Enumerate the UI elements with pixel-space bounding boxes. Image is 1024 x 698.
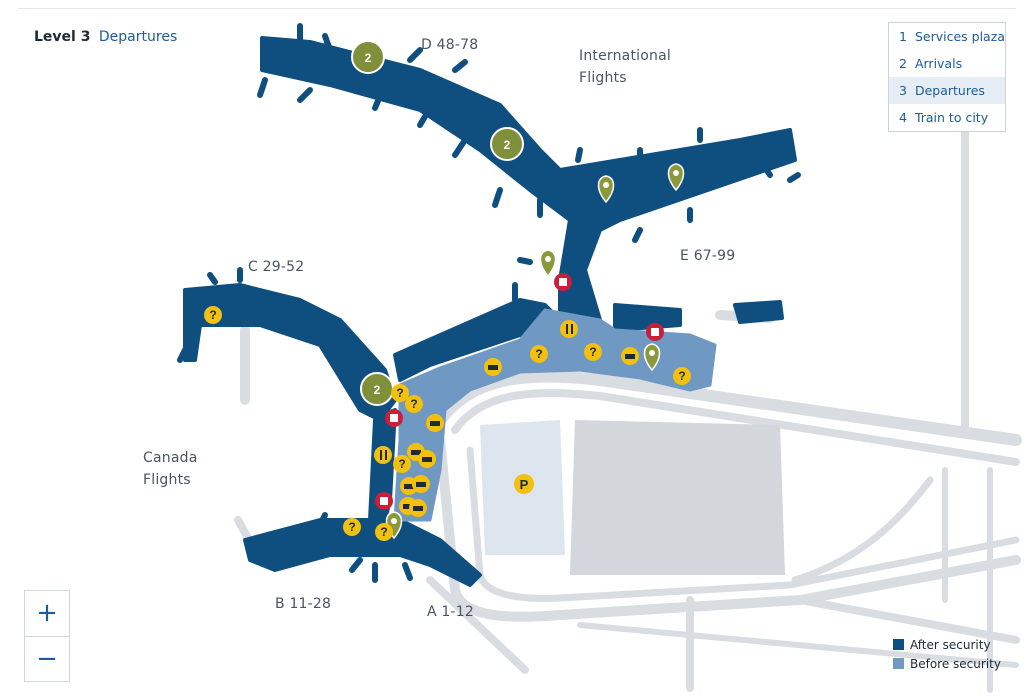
info-icon[interactable]: ?	[530, 345, 548, 363]
zoom-in-button[interactable]: +	[36, 598, 58, 628]
level-option-label: Arrivals	[914, 56, 963, 71]
legend-item-after-security: After security	[893, 636, 1001, 655]
legend-swatch	[893, 639, 904, 650]
svg-text:?: ?	[535, 347, 542, 361]
location-pin-icon[interactable]	[643, 343, 661, 372]
amenity-icon[interactable]	[484, 358, 502, 376]
area-label-c: C 29-52	[248, 259, 305, 275]
area-label-e: E 67-99	[680, 248, 736, 264]
svg-text:2: 2	[365, 51, 372, 65]
level-option-number: 4	[899, 110, 907, 125]
restroom-icon[interactable]	[554, 273, 572, 291]
level-option-departures[interactable]: 3 Departures	[889, 77, 1005, 104]
restaurant-icon[interactable]	[374, 446, 392, 464]
area-label-canada-1: Canada	[143, 450, 198, 466]
amenity-icon[interactable]	[621, 347, 639, 365]
restroom-icon[interactable]	[646, 323, 664, 341]
amenity-icon[interactable]	[409, 499, 427, 517]
restroom-markers[interactable]	[375, 273, 664, 510]
legend-label: After security	[910, 638, 991, 652]
level-option-number: 3	[899, 83, 907, 98]
level-option-services-plaza[interactable]: 1 Services plaza	[889, 23, 1005, 50]
info-icon[interactable]: ?	[673, 367, 691, 385]
zoom-control: + −	[24, 590, 70, 682]
area-label-canada-2: Flights	[143, 472, 191, 488]
location-pin-icon[interactable]	[539, 249, 557, 278]
svg-text:?: ?	[209, 308, 216, 322]
svg-text:?: ?	[380, 525, 387, 539]
legend-swatch	[893, 658, 904, 669]
info-icon[interactable]: ?	[393, 455, 411, 473]
amenity-markers[interactable]	[374, 320, 639, 517]
zoom-out-button[interactable]: −	[25, 636, 69, 682]
level-option-number: 2	[899, 56, 907, 71]
info-icon[interactable]: ?	[584, 343, 602, 361]
level-change-icon[interactable]: 2	[490, 127, 524, 161]
svg-text:?: ?	[398, 457, 405, 471]
restroom-icon[interactable]	[385, 409, 403, 427]
level-option-label: Train to city	[914, 110, 989, 125]
level-number: Level 3	[34, 29, 91, 45]
svg-text:?: ?	[396, 386, 403, 400]
level-title: Level 3 Departures	[34, 29, 177, 45]
info-icon[interactable]: ?	[343, 518, 361, 536]
svg-text:2: 2	[504, 138, 511, 152]
restroom-icon[interactable]	[375, 492, 393, 510]
level-option-arrivals[interactable]: 2 Arrivals	[889, 50, 1005, 77]
area-label-b: B 11-28	[275, 596, 332, 612]
legend-item-before-security: Before security	[893, 655, 1001, 674]
after-security-area	[177, 23, 801, 587]
location-pin-icon[interactable]	[667, 163, 685, 192]
level-option-label: Services plaza	[914, 29, 1005, 44]
legend: After security Before security	[893, 636, 1001, 674]
level-option-label: Departures	[914, 83, 985, 98]
parking-area	[480, 420, 785, 575]
svg-text:?: ?	[589, 345, 596, 359]
area-label-d: D 48-78	[421, 37, 479, 53]
info-icon[interactable]: ?	[375, 523, 393, 541]
svg-text:?: ?	[410, 397, 417, 411]
info-icon[interactable]: ?	[204, 306, 222, 324]
svg-text:?: ?	[678, 369, 685, 383]
parking-icon[interactable]: P	[514, 474, 534, 494]
info-markers[interactable]: ? ? ? ? ? ? ? ? ? P	[204, 306, 691, 541]
level-change-icon[interactable]: 2	[351, 40, 385, 74]
svg-text:2: 2	[374, 383, 381, 397]
info-icon[interactable]: ?	[405, 395, 423, 413]
level-option-number: 1	[899, 29, 907, 44]
amenity-icon[interactable]	[426, 414, 444, 432]
legend-label: Before security	[910, 657, 1001, 671]
restaurant-icon[interactable]	[560, 320, 578, 338]
amenity-icon[interactable]	[418, 450, 436, 468]
level-option-train-to-city[interactable]: 4 Train to city	[889, 104, 1005, 131]
area-label-international-2: Flights	[579, 70, 627, 86]
amenity-icon[interactable]	[412, 475, 430, 493]
area-label-international-1: International	[579, 48, 671, 64]
svg-text:?: ?	[348, 520, 355, 534]
area-label-a: A 1-12	[427, 604, 475, 620]
location-pin-icon[interactable]	[597, 175, 615, 204]
map-frame	[18, 8, 1016, 689]
level-name: Departures	[98, 29, 178, 45]
info-icon[interactable]: ?	[391, 384, 409, 402]
svg-text:P: P	[520, 477, 529, 492]
